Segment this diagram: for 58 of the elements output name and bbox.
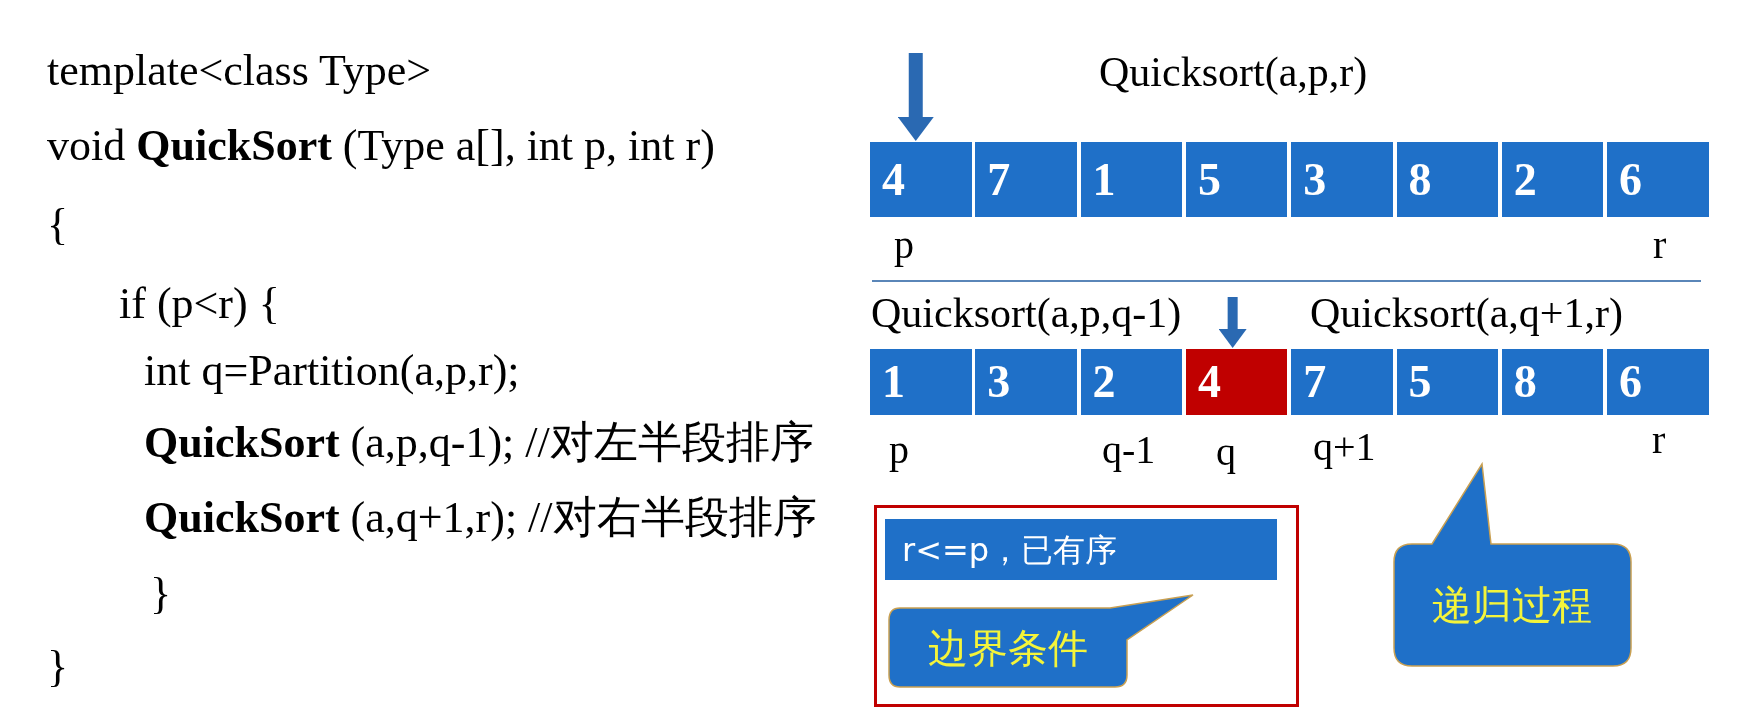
array-cell — [1501, 142, 1604, 217]
array-cell — [1607, 349, 1709, 415]
index-label: q-1 — [1102, 430, 1156, 470]
highlight-frame — [874, 505, 1299, 707]
condition-bar — [885, 519, 1277, 580]
cell-value: 4 — [1197, 359, 1221, 405]
array-cell — [975, 142, 1077, 217]
array-cell — [1185, 349, 1288, 415]
cell-value: 1 — [1092, 156, 1116, 203]
cell-value: 2 — [1513, 156, 1537, 203]
cell-value: 3 — [1303, 156, 1327, 203]
code-line: } — [47, 645, 69, 689]
array-cell — [1396, 142, 1498, 217]
index-label: p — [889, 430, 909, 470]
code-line: void QuickSort (Type a[], int p, int r) — [47, 124, 715, 168]
array-cell — [1396, 349, 1498, 415]
array-cell — [1607, 142, 1709, 217]
cell-value: 5 — [1197, 156, 1221, 203]
cell-value: 7 — [987, 156, 1011, 203]
index-label: q+1 — [1313, 427, 1376, 467]
index-label: p — [894, 225, 914, 265]
array-cell — [1080, 142, 1183, 217]
array-cell — [1501, 349, 1604, 415]
pointer-arrow — [897, 53, 934, 141]
code-line: } — [150, 572, 172, 616]
array-cell — [1291, 142, 1393, 217]
array-cell — [1080, 349, 1183, 415]
cell-value: 5 — [1408, 359, 1432, 405]
cell-value: 8 — [1513, 359, 1537, 405]
array-cell — [1291, 349, 1393, 415]
function-call-label: Quicksort(a,p,q-1) — [871, 292, 1182, 334]
code-line: QuickSort (a,p,q-1); //对左半段排序 — [144, 421, 814, 465]
array-cell — [870, 349, 972, 415]
index-label: r — [1653, 225, 1667, 265]
callout-text: 递归过程 — [1432, 585, 1592, 625]
cell-value: 4 — [882, 156, 905, 203]
cell-value: 6 — [1619, 156, 1643, 203]
array-cell — [975, 349, 1077, 415]
array-cell — [870, 142, 972, 217]
cell-value: 2 — [1092, 359, 1116, 405]
cell-value: 7 — [1303, 359, 1327, 405]
code-line: if (p<r) { — [119, 282, 280, 326]
cell-value: 8 — [1408, 156, 1432, 203]
function-call-label: Quicksort(a,p,r) — [1099, 51, 1368, 93]
array-cell — [1185, 142, 1288, 217]
index-label: r — [1652, 420, 1666, 460]
index-label: q — [1216, 432, 1236, 472]
cell-value: 1 — [882, 359, 905, 405]
code-line: QuickSort (a,q+1,r); //对右半段排序 — [144, 496, 817, 540]
code-line: { — [47, 203, 69, 247]
callout-text: 边界条件 — [927, 627, 1088, 668]
condition-text: r<=p，已有序 — [902, 533, 1118, 566]
function-call-label: Quicksort(a,q+1,r) — [1310, 292, 1623, 334]
cell-value: 6 — [1619, 359, 1643, 405]
cell-value: 3 — [987, 359, 1011, 405]
code-line: template<class Type> — [47, 49, 432, 93]
code-line: int q=Partition(a,p,r); — [144, 349, 520, 393]
pointer-arrow — [1218, 297, 1247, 348]
